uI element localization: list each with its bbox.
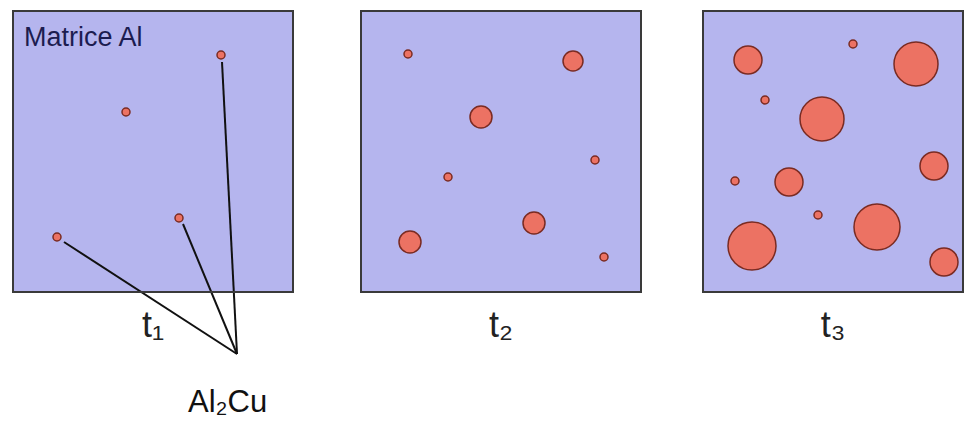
- precipitate: [523, 212, 545, 234]
- precipitate: [591, 156, 599, 164]
- precipitate: [731, 177, 739, 185]
- precipitate: [814, 211, 822, 219]
- precipitate: [761, 96, 769, 104]
- precipitate: [775, 168, 803, 196]
- precipitate: [217, 51, 225, 59]
- matrix-square: t₃: [702, 10, 964, 293]
- precipitate: [175, 214, 183, 222]
- precipitate: [404, 50, 412, 58]
- phase-label: Al₂Cu: [188, 386, 267, 417]
- precipitate: [399, 231, 421, 253]
- time-label: t₁: [14, 307, 292, 343]
- precipitate: [53, 233, 61, 241]
- precipitate: [728, 222, 776, 270]
- precipitates: [53, 40, 958, 276]
- precipitate: [600, 253, 608, 261]
- precipitate: [563, 51, 583, 71]
- matrix-grounds: [13, 11, 963, 292]
- matrix-square: t₂: [360, 10, 642, 293]
- precipitate: [734, 46, 762, 74]
- precipitate: [849, 40, 857, 48]
- precipitate: [800, 97, 844, 141]
- precipitate: [470, 106, 492, 128]
- leader-line: [222, 62, 237, 354]
- leader-line: [183, 224, 237, 354]
- precipitate: [122, 108, 130, 116]
- precipitate: [920, 152, 948, 180]
- matrix-label: Matrice Al: [24, 24, 143, 51]
- al-matrix: [361, 11, 641, 292]
- time-label: t₂: [362, 307, 640, 343]
- matrix-square: Matrice Alt₁: [12, 10, 294, 293]
- precipitate: [444, 173, 452, 181]
- al-matrix: [13, 11, 293, 292]
- time-label: t₃: [704, 307, 962, 343]
- precipitate: [894, 42, 938, 86]
- precipitate: [854, 204, 900, 250]
- al-matrix: [703, 11, 963, 292]
- precipitate: [930, 248, 958, 276]
